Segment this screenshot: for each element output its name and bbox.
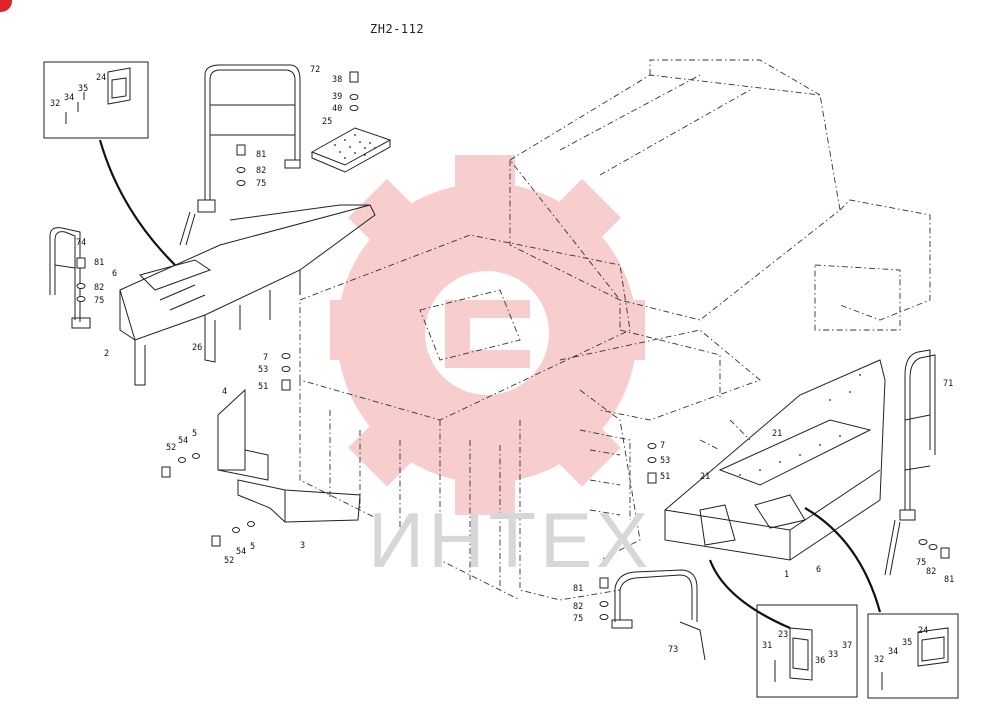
callout-1: 1 xyxy=(784,570,789,580)
callout-31: 31 xyxy=(762,641,772,651)
callout-51-left: 51 xyxy=(258,382,268,392)
right-step-platform xyxy=(664,359,886,561)
callout-39: 39 xyxy=(332,92,342,102)
callout-37: 37 xyxy=(842,641,852,651)
callout-7-right: 7 xyxy=(660,441,665,451)
callout-21-left: 21 xyxy=(700,472,710,482)
watermark-text: ИНТЕХ xyxy=(368,496,653,584)
callout-73: 73 xyxy=(668,645,678,655)
callout-34-box1: 34 xyxy=(64,93,74,103)
callout-21-right: 21 xyxy=(772,429,782,439)
detail-leader-arrows xyxy=(98,139,882,630)
callout-4: 4 xyxy=(222,387,227,397)
callout-74: 74 xyxy=(76,238,86,248)
callout-35-box3: 35 xyxy=(902,638,912,648)
detail-box-bottom-right xyxy=(867,613,959,699)
callout-7-left: 7 xyxy=(263,353,268,363)
callout-5-lower: 5 xyxy=(250,542,255,552)
callout-38: 38 xyxy=(332,75,342,85)
callout-labels: 72 38 39 40 25 81 82 75 24 35 34 32 74 8… xyxy=(50,65,954,666)
handrail-74 xyxy=(49,227,91,329)
drawing-code: ZH2-112 xyxy=(370,22,425,36)
callout-81-left: 81 xyxy=(94,258,104,268)
callout-82-left: 82 xyxy=(94,283,104,293)
handrail-73 xyxy=(611,569,706,661)
callout-2: 2 xyxy=(104,349,109,359)
callout-82-bottom: 82 xyxy=(573,602,583,612)
step-plate-25 xyxy=(310,127,392,173)
callout-32-box1: 32 xyxy=(50,99,60,109)
callout-6-left: 6 xyxy=(112,269,117,279)
callout-75-top: 75 xyxy=(256,179,266,189)
callout-40: 40 xyxy=(332,104,342,114)
callout-3: 3 xyxy=(300,541,305,551)
callout-36: 36 xyxy=(815,656,825,666)
callout-54-upper: 54 xyxy=(178,436,188,446)
callout-33: 33 xyxy=(828,650,838,660)
callout-26: 26 xyxy=(192,343,202,353)
callout-75-left: 75 xyxy=(94,296,104,306)
callout-54-lower: 54 xyxy=(236,547,246,557)
callout-82-top: 82 xyxy=(256,166,266,176)
handrail-72 xyxy=(179,64,301,246)
left-step-platform xyxy=(119,204,376,386)
callout-34-box3: 34 xyxy=(888,647,898,657)
callout-82-right: 82 xyxy=(926,567,936,577)
fastener-stacks xyxy=(76,71,950,620)
callout-24-box3: 24 xyxy=(918,626,928,636)
callout-5-upper: 5 xyxy=(192,429,197,439)
callout-75-bottom: 75 xyxy=(573,614,583,624)
callout-23: 23 xyxy=(778,630,788,640)
detail-box-top-left xyxy=(43,61,149,139)
pad-4 xyxy=(217,388,269,481)
callout-25: 25 xyxy=(322,117,332,127)
main-frame-outline xyxy=(299,59,931,601)
callout-6-right: 6 xyxy=(816,565,821,575)
callout-24-box1: 24 xyxy=(96,73,106,83)
callout-72: 72 xyxy=(310,65,320,75)
callout-53-right: 53 xyxy=(660,456,670,466)
callout-51-right: 51 xyxy=(660,472,670,482)
callout-32-box3: 32 xyxy=(874,655,884,665)
handrail-71 xyxy=(884,349,936,576)
callout-71: 71 xyxy=(943,379,953,389)
callout-35-box1: 35 xyxy=(78,84,88,94)
callout-52-upper: 52 xyxy=(166,443,176,453)
pad-3 xyxy=(237,479,361,523)
callout-81-right: 81 xyxy=(944,575,954,585)
callout-75-right: 75 xyxy=(916,558,926,568)
callout-81-bottom: 81 xyxy=(573,584,583,594)
callout-53-left: 53 xyxy=(258,365,268,375)
watermark-gear-logo xyxy=(330,155,645,515)
callout-81-top: 81 xyxy=(256,150,266,160)
callout-52-lower: 52 xyxy=(224,556,234,566)
